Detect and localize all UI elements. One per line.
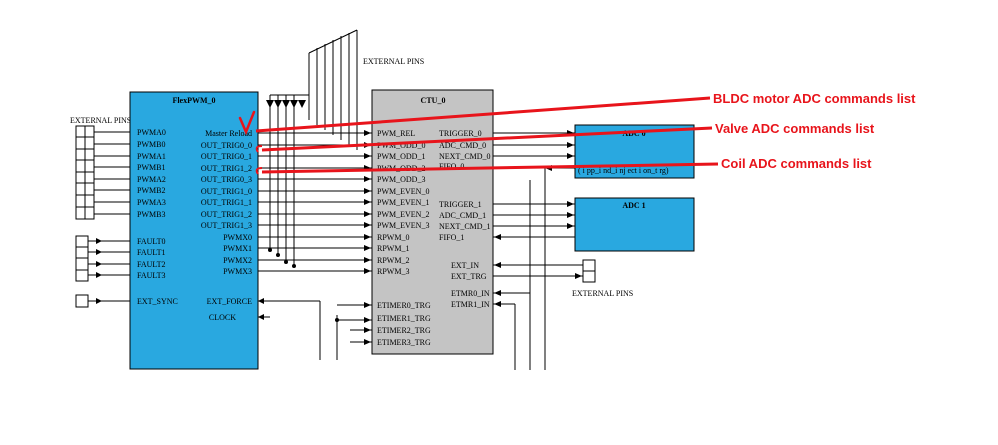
ctu-output-label: NEXT_CMD_0 — [439, 152, 491, 161]
ctu-etimer-label: ETIMER3_TRG — [377, 338, 431, 347]
ctu-block — [371, 89, 494, 355]
flexpwm-to-ctu-wires — [258, 130, 372, 360]
adc1-block — [574, 197, 695, 252]
flexpwm-trig-label: OUT_TRIG1_2 — [201, 210, 252, 219]
ctu-etmr-label: ETMR1_IN — [451, 300, 490, 309]
ctu-input-label: PWM_ODD_0 — [377, 141, 425, 150]
flexpwm-block — [129, 91, 259, 370]
ctu-input-label: PWM_EVEN_2 — [377, 210, 429, 219]
flexpwm-pwmx-label: PWMX0 — [223, 233, 252, 242]
flexpwm-pwm-label: PWMB1 — [137, 163, 165, 172]
ctu-output-label: FIFO_0 — [439, 162, 464, 171]
flexpwm-trig-label: OUT_TRIG1_0 — [201, 187, 252, 196]
ctu-output-labels: TRIGGER_0 ADC_CMD_0 NEXT_CMD_0 FIFO_0 TR… — [439, 129, 491, 309]
ctu-output-label: FIFO_1 — [439, 233, 464, 242]
flexpwm-trig-label: OUT_TRIG1_2 — [201, 164, 252, 173]
left-pin-boxes — [75, 125, 95, 308]
flexpwm-pwmx-label: PWMX1 — [223, 244, 252, 253]
ctu-output-label: ADC_CMD_1 — [439, 211, 486, 220]
ctu-input-label: PWM_REL — [377, 129, 415, 138]
ctu-input-label: PWM_ODD_3 — [377, 175, 425, 184]
flexpwm-trig-label: OUT_TRIG1_1 — [201, 198, 252, 207]
left-pin-wires — [88, 131, 130, 304]
ctu-input-label: RPWM_0 — [377, 233, 409, 242]
flexpwm-pwm-label: PWMA3 — [137, 198, 166, 207]
annotation-valve: Valve ADC commands list — [715, 121, 875, 136]
flexpwm-ext-force-label: EXT_FORCE — [207, 297, 252, 306]
flexpwm-trig-label: OUT_TRIG0_1 — [201, 152, 252, 161]
flexpwm-fault-label: FAULT2 — [137, 260, 165, 269]
annotation-bldc: BLDC motor ADC commands list — [713, 91, 916, 106]
flexpwm-clock-label: CLOCK — [209, 313, 236, 322]
ctu-title: CTU_0 — [421, 96, 446, 105]
ctu-etimer-label: ETIMER2_TRG — [377, 326, 431, 335]
ctu-input-label: RPWM_2 — [377, 256, 409, 265]
adc0-block — [574, 124, 695, 179]
red-annotation-strokes — [238, 96, 719, 175]
flexpwm-pwm-label: PWMA0 — [137, 128, 166, 137]
flexpwm-pwm-label: PWMB2 — [137, 186, 165, 195]
flexpwm-trig-label: OUT_TRIG0_3 — [201, 175, 252, 184]
right-pin-boxes — [582, 259, 596, 283]
ctu-etmr-label: ETMR0_IN — [451, 289, 490, 298]
ctu-etimer-label: ETIMER1_TRG — [377, 314, 431, 323]
ctu-input-label: RPWM_1 — [377, 244, 409, 253]
ctu-etimer-label: ETIMER0_TRG — [377, 301, 431, 310]
ctu-input-label: PWM_ODD_1 — [377, 152, 425, 161]
ctu-output-label: NEXT_CMD_1 — [439, 222, 491, 231]
flexpwm-trig-label: OUT_TRIG1_3 — [201, 221, 252, 230]
adc0-title: ADC 0 — [622, 129, 645, 138]
external-pins-top-label: EXTERNAL PINS — [363, 57, 424, 66]
ctu-ext-label: EXT_IN — [451, 261, 479, 270]
flexpwm-pwmx-label: PWMX2 — [223, 256, 252, 265]
adc1-title: ADC 1 — [622, 201, 645, 210]
ctu-ext-label: EXT_TRG — [451, 272, 487, 281]
ctu-input-label: RPWM_3 — [377, 267, 409, 276]
flexpwm-pwmx-label: PWMX3 — [223, 267, 252, 276]
external-pins-right-label: EXTERNAL PINS — [572, 289, 633, 298]
ctu-output-label: TRIGGER_0 — [439, 129, 482, 138]
ctu-input-label: PWM_EVEN_3 — [377, 221, 429, 230]
ctu-input-label: PWM_EVEN_1 — [377, 198, 429, 207]
ctu-output-label: TRIGGER_1 — [439, 200, 482, 209]
adc0-subtitle: ( i pp_i nd_i nj ect i on_t rg) — [578, 166, 669, 175]
annotation-coil: Coil ADC commands list — [721, 156, 872, 171]
flexpwm-right-labels: Master Reload OUT_TRIG0_0 OUT_TRIG0_1 OU… — [201, 129, 252, 322]
external-pins-left-label: EXTERNAL PINS — [70, 116, 131, 125]
flexpwm-fault-label: FAULT1 — [137, 248, 165, 257]
ctu-to-adc-wires — [493, 130, 583, 370]
flexpwm-trig-label: Master Reload — [205, 129, 252, 138]
flexpwm-fault-label: FAULT0 — [137, 237, 165, 246]
flexpwm-ext-sync-label: EXT_SYNC — [137, 297, 178, 306]
flexpwm-pwm-label: PWMA1 — [137, 152, 166, 161]
flexpwm-trig-label: OUT_TRIG0_0 — [201, 141, 252, 150]
flexpwm-fault-label: FAULT3 — [137, 271, 165, 280]
flexpwm-left-labels: PWMA0 PWMB0 PWMA1 PWMB1 PWMA2 PWMB2 PWMA… — [137, 128, 178, 306]
flexpwm-pwm-label: PWMB0 — [137, 140, 165, 149]
ctu-output-label: ADC_CMD_0 — [439, 141, 486, 150]
flexpwm-pwm-label: PWMB3 — [137, 210, 165, 219]
flexpwm-title: FlexPWM_0 — [172, 96, 215, 105]
flexpwm-pwm-label: PWMA2 — [137, 175, 166, 184]
ctu-input-label: PWM_EVEN_0 — [377, 187, 429, 196]
